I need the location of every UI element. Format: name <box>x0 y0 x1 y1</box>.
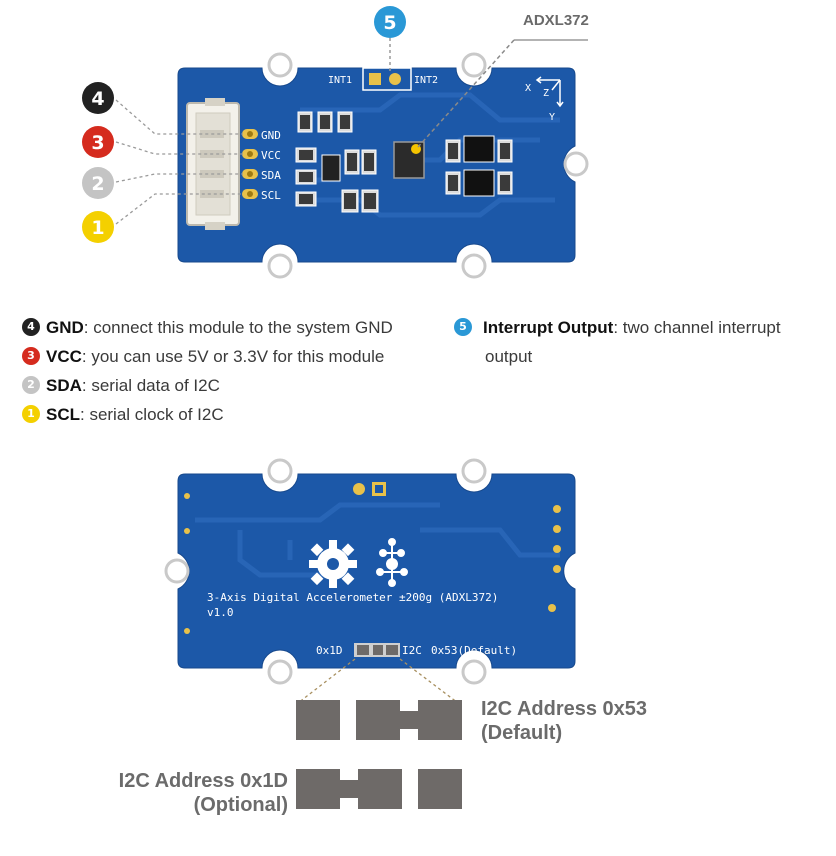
legend-badge-4: 4 <box>22 317 40 336</box>
callout-2-badge <box>82 167 114 199</box>
legend-desc-interrupt-2: output <box>485 347 533 366</box>
interrupt-legend: 5 Interrupt Output: two channel interrupt… <box>454 316 824 376</box>
legend-term-vcc: VCC <box>46 347 82 366</box>
callout-1-badge <box>82 211 114 243</box>
pin-legend: 4 GND: connect this module to the system … <box>22 316 462 436</box>
addr-label-i2c: I2C <box>402 644 422 657</box>
int2-label: INT2 <box>414 75 438 86</box>
legend-term-gnd: GND <box>46 318 84 337</box>
addr-label-0x1d: 0x1D <box>316 644 343 657</box>
legend-sda: 2 SDA: serial data of I2C <box>22 374 220 398</box>
callout-2-number: 2 <box>91 173 104 195</box>
callout-5-badge <box>374 6 406 38</box>
axis-z-label: Z <box>543 88 549 99</box>
pin-pads <box>242 129 258 199</box>
jumper-optional <box>296 769 462 809</box>
legend-term-scl: SCL <box>46 405 80 424</box>
mount-hole <box>461 253 487 279</box>
legend-desc-scl: : serial clock of I2C <box>80 405 224 424</box>
callout-3-number: 3 <box>91 132 104 154</box>
legend-scl: 1 SCL: serial clock of I2C <box>22 403 224 427</box>
mount-hole <box>267 458 293 484</box>
int1-label: INT1 <box>328 75 352 86</box>
mount-hole <box>267 52 293 78</box>
top-board-diagram: GND VCC SDA SCL INT1 INT2 <box>82 6 589 279</box>
mount-hole <box>267 659 293 685</box>
addr-default-line1: I2C Address 0x53 <box>481 698 648 720</box>
legend-badge-2: 2 <box>22 375 40 394</box>
callout-5-number: 5 <box>383 12 396 34</box>
board-title: 3-Axis Digital Accelerometer ±200g (ADXL… <box>207 591 498 604</box>
legend-vcc: 3 VCC: you can use 5V or 3.3V for this mo… <box>22 345 384 369</box>
legend-badge-5: 5 <box>454 317 472 336</box>
smd-components <box>295 111 513 213</box>
callout-4-badge <box>82 82 114 114</box>
pin-label-gnd: GND <box>261 129 281 142</box>
bottom-board-diagram: 3-Axis Digital Accelerometer ±200g (ADXL… <box>164 458 576 809</box>
mount-hole <box>461 52 487 78</box>
int-header <box>362 67 412 91</box>
mount-hole <box>461 458 487 484</box>
pin-label-scl: SCL <box>261 189 281 202</box>
pin-label-vcc: VCC <box>261 149 281 162</box>
callout-1-number: 1 <box>91 217 104 239</box>
pin-label-sda: SDA <box>261 169 281 182</box>
gear-logo-icon <box>309 540 357 588</box>
callout-3-badge <box>82 126 114 158</box>
legend-desc-sda: : serial data of I2C <box>81 376 220 395</box>
board-version: v1.0 <box>207 606 234 619</box>
addr-label-0x53: 0x53(Default) <box>431 644 517 657</box>
mount-hole <box>267 253 293 279</box>
mount-hole <box>164 558 190 584</box>
legend-desc-interrupt: : two channel interrupt <box>613 318 781 337</box>
grove-connector <box>186 98 240 230</box>
legend-term-interrupt: Interrupt Output <box>483 318 614 337</box>
addr-default-line2: (Default) <box>481 722 563 744</box>
addr-optional-line1: I2C Address 0x1D <box>118 770 288 792</box>
legend-gnd: 4 GND: connect this module to the system … <box>22 316 393 340</box>
legend-badge-1: 1 <box>22 404 40 423</box>
axis-x-label: X <box>525 83 531 94</box>
legend-interrupt: 5 Interrupt Output: two channel interrupt <box>454 316 781 340</box>
axis-indicator <box>535 76 564 108</box>
legend-interrupt-line2: output <box>485 345 532 369</box>
jumper-default <box>296 700 462 740</box>
grove-logo-icon <box>376 538 408 587</box>
callout-4-number: 4 <box>91 88 104 110</box>
addr-default-label: I2C Address 0x53 (Default) <box>481 697 647 745</box>
mount-hole <box>563 151 589 177</box>
addr-optional-line2: (Optional) <box>193 794 288 816</box>
mount-hole <box>461 659 487 685</box>
axis-y-label: Y <box>549 112 555 123</box>
legend-badge-3: 3 <box>22 346 40 365</box>
legend-desc-vcc: : you can use 5V or 3.3V for this module <box>81 347 385 366</box>
chip-callout-label: ADXL372 <box>523 12 589 29</box>
legend-desc-gnd: : connect this module to the system GND <box>83 318 393 337</box>
legend-term-sda: SDA <box>46 376 82 395</box>
addr-optional-label: I2C Address 0x1D (Optional) <box>100 769 288 817</box>
